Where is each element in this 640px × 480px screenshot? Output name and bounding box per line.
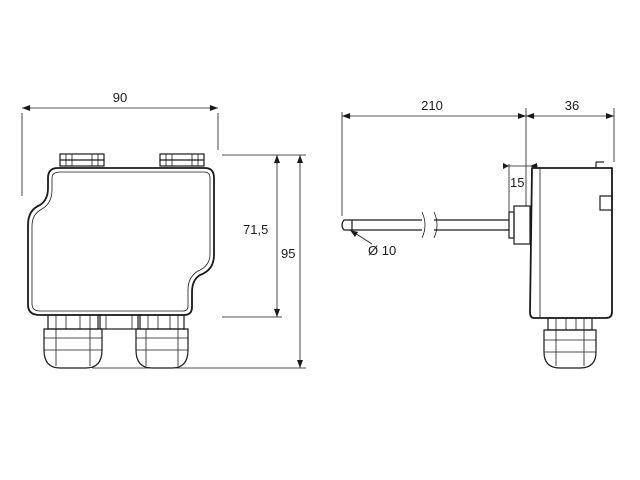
- dimension-label-95: 95: [281, 246, 295, 261]
- dimension-front-inner-height: 71,5: [222, 154, 282, 318]
- side-housing-outline: [529, 167, 613, 319]
- side-latch: [599, 195, 613, 211]
- dimension-label-90: 90: [113, 90, 127, 105]
- dimension-label-36: 36: [565, 98, 579, 113]
- front-view: 90 71,5 95: [21, 90, 306, 369]
- top-clip-left: [59, 153, 105, 167]
- side-view: 210 36 15 Ø 10: [341, 98, 615, 369]
- bottom-center-tab: [99, 314, 139, 330]
- cable-gland-side: [543, 317, 597, 369]
- dimension-probe-diameter: Ø 10: [349, 229, 396, 258]
- dimension-housing-depth: 36: [526, 98, 615, 162]
- dimension-flange: 15: [503, 163, 538, 212]
- front-housing-outline: [27, 167, 215, 316]
- dimension-label-15: 15: [510, 175, 524, 190]
- dimension-front-width: 90: [21, 90, 219, 196]
- front-housing-inner-outline: [31, 171, 211, 312]
- dimension-front-total-height: 95: [92, 154, 306, 369]
- probe-rod: [341, 211, 509, 239]
- top-clip-right: [159, 153, 205, 167]
- dimension-label-diameter-10: Ø 10: [368, 243, 396, 258]
- probe-flange: [513, 205, 531, 245]
- cable-gland-left: [43, 314, 103, 369]
- cable-gland-right: [135, 314, 189, 369]
- dimension-label-210: 210: [421, 98, 443, 113]
- dimension-label-71-5: 71,5: [243, 222, 268, 237]
- dimension-probe-length: 210: [341, 98, 527, 216]
